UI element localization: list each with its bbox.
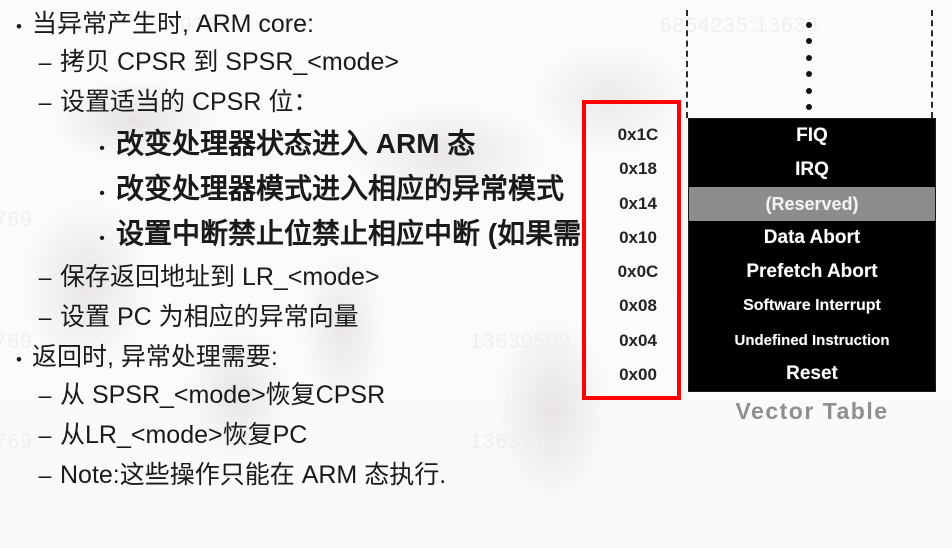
vector-table-row-reserved: (Reserved)	[689, 187, 935, 221]
ellipsis-dot	[806, 87, 812, 94]
list-item-label: 设置 PC 为相应的异常向量	[60, 303, 359, 331]
list-item: – 设置适当的 CPSR 位：	[0, 82, 700, 122]
vector-table-row: IRQ	[689, 153, 935, 187]
list-item-label: 返回时, 异常处理需要:	[32, 343, 278, 371]
list-item-label: Note:这些操作只能在 ARM 态执行.	[60, 461, 447, 489]
list-item-label: 设置中断禁止位禁止相应中断 (如果需	[116, 218, 582, 249]
list-item: – 拷贝 CPSR 到 SPSR_<mode>	[0, 42, 700, 82]
vector-table: FIQ IRQ (Reserved) Data Abort Prefetch A…	[688, 118, 936, 392]
list-item: – 从 SPSR_<mode>恢复CPSR	[0, 375, 700, 415]
bullet-marker-icon: •	[99, 230, 105, 247]
vector-entry-label: Reset	[786, 363, 838, 384]
address-label: 0x00	[619, 364, 657, 384]
vector-table-row: Reset	[689, 357, 935, 391]
list-item: – 从LR_<mode>恢复PC	[0, 415, 700, 455]
vector-entry-label: IRQ	[795, 159, 829, 180]
dash-marker-icon: –	[38, 304, 52, 330]
list-item-label: 从 SPSR_<mode>恢复CPSR	[60, 381, 386, 409]
ellipsis-dot	[806, 71, 812, 78]
list-item-label: 拷贝 CPSR 到 SPSR_<mode>	[60, 48, 400, 76]
ellipsis-dot	[806, 54, 812, 61]
list-item: – 设置 PC 为相应的异常向量	[0, 297, 700, 337]
dash-marker-icon: –	[38, 422, 52, 448]
bullet-marker-icon: •	[16, 17, 22, 36]
address-label: 0x0C	[617, 262, 659, 282]
vector-table-row: Undefined Instruction	[689, 323, 935, 357]
vertical-ellipsis-icon	[802, 22, 816, 110]
ellipsis-dot	[806, 103, 812, 110]
vector-entry-label: FIQ	[796, 125, 828, 146]
vector-entry-label: Software Interrupt	[743, 297, 881, 314]
list-item-label: 改变处理器状态进入 ARM 态	[116, 128, 476, 159]
list-item: • 设置中断禁止位禁止相应中断 (如果需	[0, 212, 700, 257]
bullet-marker-icon: •	[16, 350, 22, 369]
vector-table-row: Prefetch Abort	[689, 255, 935, 289]
dash-marker-icon: –	[38, 462, 52, 488]
vector-entry-label: Data Abort	[763, 227, 861, 248]
bullet-marker-icon: •	[99, 140, 105, 157]
dash-marker-icon: –	[38, 382, 52, 408]
dash-marker-icon: –	[38, 89, 52, 115]
vector-table-row: Data Abort	[689, 221, 935, 255]
address-label: 0x14	[619, 193, 657, 213]
bullet-list: • 当异常产生时, ARM core: – 拷贝 CPSR 到 SPSR_<mo…	[0, 4, 700, 495]
list-item-label: 设置适当的 CPSR 位：	[60, 88, 319, 116]
list-item-label: 当异常产生时, ARM core:	[32, 10, 314, 38]
list-item: – Note:这些操作只能在 ARM 态执行.	[0, 455, 700, 495]
ellipsis-dot	[806, 38, 812, 45]
vector-entry-label: Prefetch Abort	[746, 261, 878, 282]
list-item: • 返回时, 异常处理需要:	[0, 337, 700, 375]
dash-marker-icon: –	[38, 264, 52, 290]
address-label: 0x1C	[617, 125, 659, 145]
ellipsis-dot	[806, 22, 812, 28]
address-label: 0x10	[619, 227, 657, 247]
vector-table-guide-line-left	[686, 10, 688, 118]
list-item: • 改变处理器模式进入相应的异常模式	[0, 167, 700, 212]
vector-table-caption: Vector Table	[735, 398, 889, 424]
list-item-label: 改变处理器模式进入相应的异常模式	[116, 173, 565, 204]
address-label: 0x04	[619, 330, 657, 350]
list-item-label: 从LR_<mode>恢复PC	[60, 421, 308, 449]
address-label: 0x18	[619, 159, 657, 179]
vector-entry-label: Undefined Instruction	[734, 331, 890, 349]
vector-entry-label: (Reserved)	[765, 193, 859, 214]
bullet-marker-icon: •	[99, 185, 105, 202]
address-label: 0x08	[619, 296, 657, 316]
vector-table-row: Software Interrupt	[689, 289, 935, 323]
list-item: • 当异常产生时, ARM core:	[0, 4, 700, 42]
vector-address-column: 0x1C 0x18 0x14 0x10 0x0C 0x08 0x04 0x00	[594, 118, 682, 392]
list-item: • 改变处理器状态进入 ARM 态	[0, 122, 700, 167]
dash-marker-icon: –	[38, 49, 52, 75]
vector-table-row: FIQ	[689, 119, 935, 153]
list-item-label: 保存返回地址到 LR_<mode>	[60, 263, 380, 291]
list-item: – 保存返回地址到 LR_<mode>	[0, 257, 700, 297]
vector-table-guide-line-right	[931, 10, 933, 118]
